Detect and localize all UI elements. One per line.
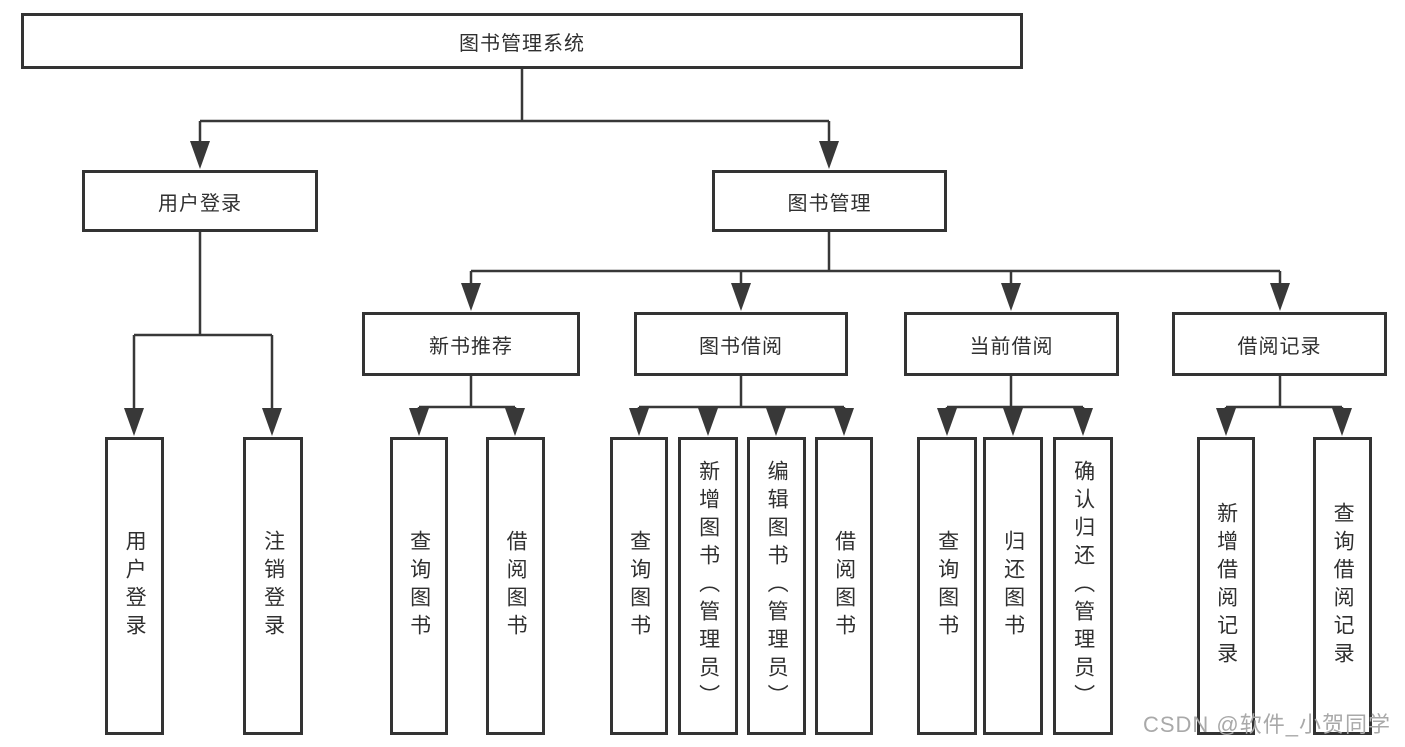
arrowhead (461, 283, 481, 311)
arrowhead (1073, 408, 1093, 436)
node-label: 编辑图书（管理员） (765, 460, 789, 712)
node-book-borrowing: 图书借阅 (634, 312, 848, 376)
node-query-books-recommend: 查询图书 (390, 437, 448, 735)
node-label: 用户登录 (123, 530, 147, 642)
node-label: 借阅记录 (1237, 335, 1322, 358)
node-label: 借阅图书 (832, 530, 856, 642)
node-library-management-system: 图书管理系统 (21, 13, 1023, 69)
node-label: 查询图书 (407, 530, 431, 642)
node-add-books-admin: 新增图书（管理员） (678, 437, 738, 735)
node-label: 查询借阅记录 (1331, 502, 1355, 670)
node-logout-login: 注销登录 (243, 437, 303, 735)
node-label: 确认归还（管理员） (1071, 460, 1095, 712)
node-label: 查询图书 (935, 530, 959, 642)
arrowhead (190, 141, 210, 169)
node-label: 注销登录 (261, 530, 285, 642)
node-borrow-books-action: 借阅图书 (815, 437, 873, 735)
arrowhead (262, 408, 282, 436)
node-label: 用户登录 (158, 192, 242, 215)
arrowhead (629, 408, 649, 436)
arrowhead (834, 408, 854, 436)
node-new-book-recommend: 新书推荐 (362, 312, 580, 376)
arrowhead (1003, 408, 1023, 436)
node-label: 新增图书（管理员） (696, 460, 720, 712)
node-book-management: 图书管理 (712, 170, 947, 232)
node-query-books-current: 查询图书 (917, 437, 977, 735)
node-label: 新书推荐 (429, 335, 513, 358)
node-label: 查询图书 (627, 530, 651, 642)
arrowhead (819, 141, 839, 169)
node-query-borrow-record: 查询借阅记录 (1313, 437, 1372, 735)
node-add-borrow-record: 新增借阅记录 (1197, 437, 1255, 735)
arrowhead (505, 408, 525, 436)
node-label: 图书管理 (787, 192, 872, 215)
node-current-borrowing: 当前借阅 (904, 312, 1119, 376)
arrowhead (731, 283, 751, 311)
node-label: 新增借阅记录 (1214, 502, 1238, 670)
node-return-books: 归还图书 (983, 437, 1043, 735)
node-label: 当前借阅 (969, 335, 1054, 358)
arrowhead (124, 408, 144, 436)
arrowhead (1001, 283, 1021, 311)
arrowhead (766, 408, 786, 436)
arrowhead (409, 408, 429, 436)
node-label: 归还图书 (1001, 530, 1025, 642)
node-label: 借阅图书 (504, 530, 528, 642)
node-user-login-action: 用户登录 (105, 437, 164, 735)
node-user-login: 用户登录 (82, 170, 318, 232)
node-borrowing-records: 借阅记录 (1172, 312, 1387, 376)
node-edit-books-admin: 编辑图书（管理员） (747, 437, 806, 735)
node-query-books-borrow: 查询图书 (610, 437, 668, 735)
node-borrow-books-recommend: 借阅图书 (486, 437, 545, 735)
arrowhead (698, 408, 718, 436)
node-label: 图书借阅 (699, 335, 783, 358)
csdn-watermark: CSDN @软件_小贺同学 (1142, 712, 1391, 737)
arrowhead (1332, 408, 1352, 436)
node-confirm-return-admin: 确认归还（管理员） (1053, 437, 1113, 735)
arrowhead (1216, 408, 1236, 436)
arrowhead (937, 408, 957, 436)
arrowhead (1270, 283, 1290, 311)
node-label: 图书管理系统 (459, 32, 585, 55)
